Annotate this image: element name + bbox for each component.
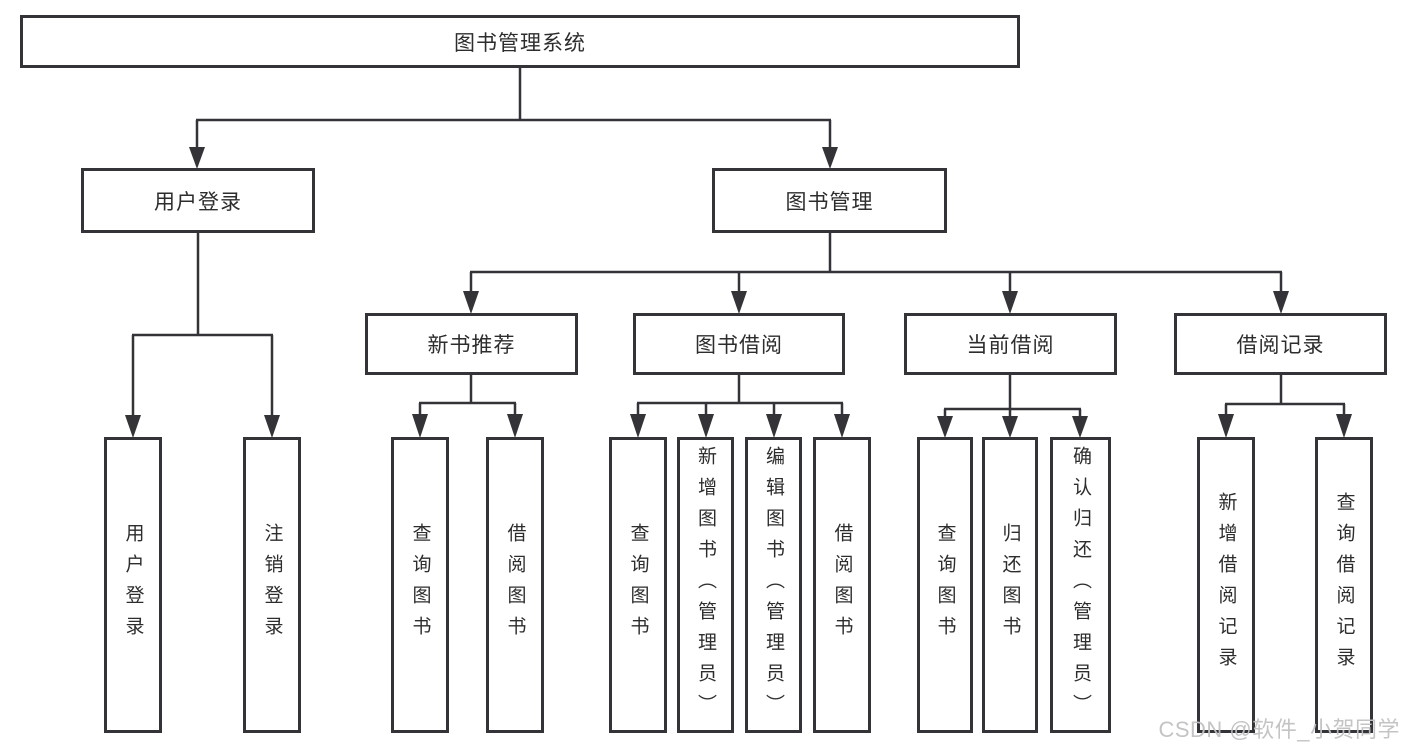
leaf-query-borrow-record: 查询借阅记录 [1315,437,1373,733]
leaf-borrowing-query-books-label: 查询图书 [627,523,649,647]
leaf-return-books-label: 归还图书 [999,523,1021,647]
node-current-borrowing-label: 当前借阅 [966,334,1055,357]
leaf-borrowing-borrow-books: 借阅图书 [813,437,871,733]
node-borrowing-records: 借阅记录 [1174,313,1387,375]
node-book-borrowing: 图书借阅 [633,313,845,375]
leaf-newbooks-query-books: 查询图书 [391,437,449,733]
leaf-logout: 注销登录 [243,437,301,733]
leaf-query-borrow-record-label: 查询借阅记录 [1333,492,1355,678]
node-borrowing-records-label: 借阅记录 [1236,334,1325,357]
node-library-system-label: 图书管理系统 [454,31,586,55]
leaf-add-books-admin-label: 新增图书（管理员） [695,445,716,725]
node-current-borrowing: 当前借阅 [904,313,1117,375]
node-user-login: 用户登录 [81,168,315,233]
leaf-user-login: 用户登录 [104,437,162,733]
leaf-edit-books-admin: 编辑图书（管理员） [745,437,802,733]
leaf-add-borrow-record-label: 新增借阅记录 [1215,492,1237,678]
node-new-book-recommend: 新书推荐 [365,313,578,375]
node-book-borrowing-label: 图书借阅 [695,334,783,357]
leaf-newbooks-query-books-label: 查询图书 [409,523,431,647]
leaf-current-query-books: 查询图书 [917,437,973,733]
leaf-user-login-label: 用户登录 [122,523,144,647]
csdn-watermark: CSDN @软件_小贺同学 [1158,717,1400,742]
leaf-newbooks-borrow-books: 借阅图书 [486,437,544,733]
leaf-add-books-admin: 新增图书（管理员） [677,437,734,733]
leaf-current-query-books-label: 查询图书 [934,523,956,647]
leaf-logout-label: 注销登录 [261,523,283,647]
leaf-newbooks-borrow-books-label: 借阅图书 [504,523,526,647]
leaf-confirm-return-admin: 确认归还（管理员） [1050,437,1111,733]
leaf-return-books: 归还图书 [982,437,1038,733]
leaf-confirm-return-admin-label: 确认归还（管理员） [1070,445,1091,725]
node-book-management: 图书管理 [712,168,947,233]
leaf-add-borrow-record: 新增借阅记录 [1197,437,1255,733]
leaf-borrowing-borrow-books-label: 借阅图书 [831,523,853,647]
leaf-borrowing-query-books: 查询图书 [609,437,667,733]
leaf-edit-books-admin-label: 编辑图书（管理员） [763,445,784,725]
node-user-login-label: 用户登录 [154,190,242,214]
node-new-book-recommend-label: 新书推荐 [427,334,516,357]
node-library-system: 图书管理系统 [20,15,1020,68]
node-book-management-label: 图书管理 [785,190,874,214]
